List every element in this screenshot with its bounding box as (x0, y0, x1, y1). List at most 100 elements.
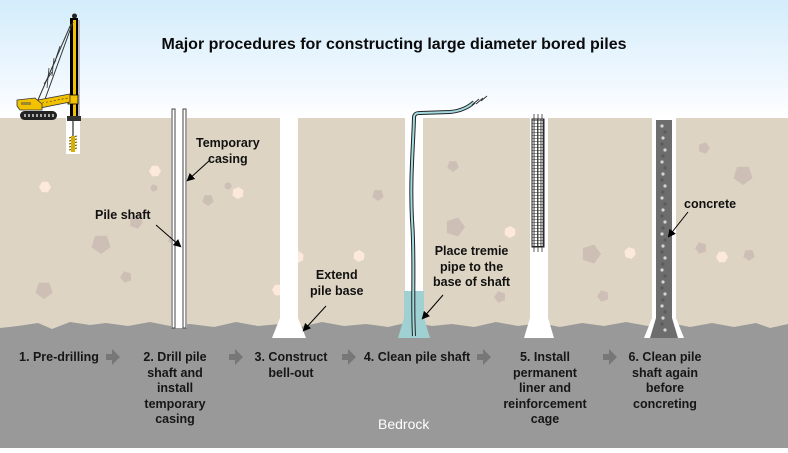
concrete-aggregate (660, 322, 664, 326)
label-bedrock: Bedrock (378, 416, 430, 432)
step-1: 1. Pre-drilling (14, 350, 104, 366)
concrete-aggregate (660, 124, 664, 128)
step-arrow-1 (106, 349, 120, 365)
concrete-aggregate (663, 202, 667, 206)
pile-shaft-with-casing (171, 108, 187, 329)
stone (224, 182, 232, 190)
concrete-aggregate (660, 160, 664, 164)
step-line: 5. Install (519, 350, 571, 364)
label-line: Place tremie (434, 244, 509, 258)
stone (372, 190, 384, 201)
concrete-aggregate (661, 154, 665, 158)
stone (353, 250, 365, 262)
stone (150, 184, 158, 192)
stone (582, 244, 601, 264)
step-line: temporary (144, 396, 206, 411)
step-line: casing (155, 412, 195, 426)
label-temporary-casing: Temporary casing (196, 136, 260, 167)
concrete-aggregate (663, 166, 667, 170)
stone (149, 165, 161, 177)
step-line: 3. Construct (254, 350, 328, 364)
concrete-aggregate (663, 238, 667, 242)
concrete-aggregate (660, 214, 664, 218)
stone (624, 247, 636, 259)
label-extend-pile-base: Extend pile base (310, 268, 364, 299)
concrete-aggregate (661, 280, 665, 284)
concrete-aggregate (661, 226, 665, 230)
sky (0, 0, 788, 118)
stone (446, 217, 465, 237)
step-arrow-5 (603, 349, 617, 365)
drilling-rig (16, 13, 81, 154)
concrete-aggregate (661, 136, 665, 140)
label-line: pile base (310, 283, 364, 298)
concrete-aggregate (663, 274, 667, 278)
concrete-aggregate (661, 244, 665, 248)
step-arrow-3 (342, 349, 356, 365)
bedrock-layer (0, 322, 788, 448)
arrow-extend-pile-base (302, 305, 327, 332)
step-line: reinforcement (503, 396, 587, 411)
stone (716, 251, 728, 263)
stone (494, 291, 505, 303)
step-line: 2. Drill pile (143, 350, 207, 364)
arrow-concrete (667, 211, 689, 238)
step-line: bell-out (268, 365, 314, 380)
label-line: Extend (315, 268, 358, 282)
stone (699, 142, 710, 154)
step-line: shaft and (147, 365, 203, 380)
label-line: pipe to the (439, 259, 504, 274)
arrow-temporary-casing (186, 159, 211, 182)
concrete-aggregate (663, 328, 667, 332)
pile-shaft-reinforcement-cage (524, 114, 554, 338)
pile-shaft-concrete (644, 118, 684, 338)
step-line: liner and (518, 381, 572, 395)
stone (202, 195, 214, 206)
stone (91, 235, 111, 254)
concrete-aggregate (661, 298, 665, 302)
step-line: 1. Pre-drilling (19, 350, 99, 364)
arrow-pile-shaft (155, 224, 182, 248)
concrete-aggregate (660, 250, 664, 254)
stone (447, 161, 459, 172)
label-line: Temporary (196, 136, 260, 150)
concrete-aggregate (660, 178, 664, 182)
stone (743, 250, 755, 261)
pile-shaft-tremie (398, 95, 488, 338)
stone (597, 290, 608, 302)
concrete-aggregate (663, 256, 667, 260)
step-line: 4. Clean pile shaft (363, 350, 471, 364)
step-line: cage (530, 412, 560, 426)
label-pile-shaft: Pile shaft (95, 208, 151, 222)
stone (733, 166, 753, 185)
concrete-aggregate (660, 232, 664, 236)
concrete-aggregate (663, 130, 667, 134)
concrete-aggregate (663, 292, 667, 296)
concrete-aggregate (661, 190, 665, 194)
step-line: shaft again (632, 365, 698, 380)
concrete-aggregate (660, 286, 664, 290)
stone (130, 215, 143, 229)
concrete-aggregate (661, 172, 665, 176)
concrete-aggregate (663, 148, 667, 152)
step-line: permanent (513, 365, 577, 380)
concrete-aggregate (663, 184, 667, 188)
concrete-aggregate (660, 196, 664, 200)
label-line: base of shaft (433, 275, 511, 289)
concrete-aggregate (660, 268, 664, 272)
stone (39, 181, 51, 193)
step-line: 6. Clean pile (628, 350, 702, 364)
pile-shaft-bell-out (272, 118, 306, 338)
step-arrow-4 (477, 349, 491, 365)
stone (120, 271, 131, 283)
step-4: 4. Clean pile shaft (362, 350, 472, 366)
concrete-aggregate (661, 262, 665, 266)
step-line: before (645, 381, 685, 395)
concrete-aggregate (661, 316, 665, 320)
